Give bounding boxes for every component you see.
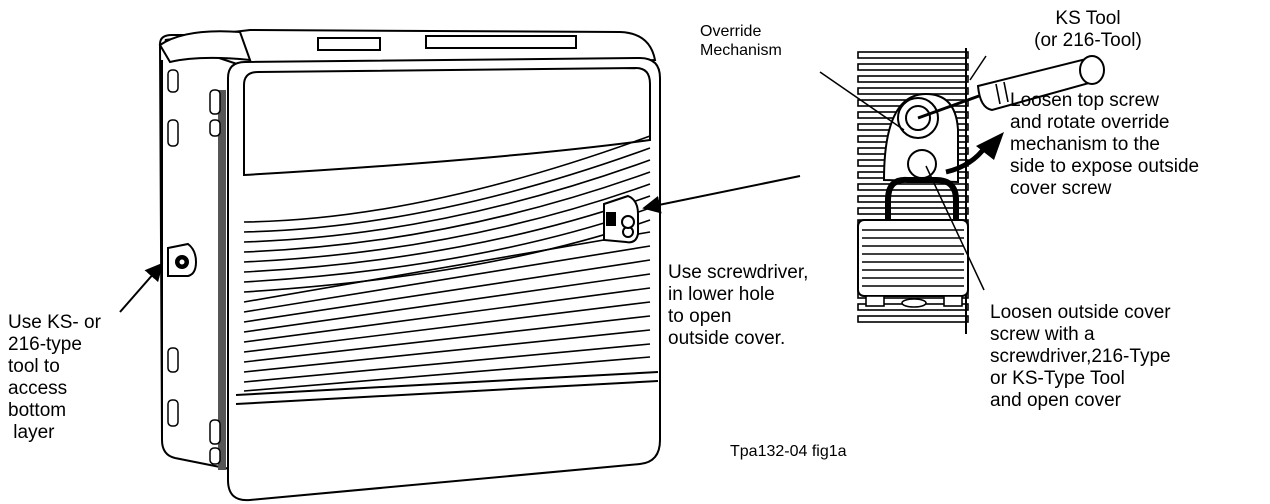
padlock-icon (857, 219, 969, 308)
label-ks-tool: KS Tool (or 216-Tool) (1034, 8, 1142, 51)
label-loosen-outside-cover: Loosen outside cover screw with a screwd… (990, 302, 1171, 411)
closeup-illustration (857, 48, 1105, 334)
arrow-icon (642, 175, 801, 214)
figure-id: Tpa132-04 fig1a (730, 443, 847, 460)
cabinet-illustration (158, 28, 661, 502)
arrow-icon (119, 262, 164, 313)
label-loosen-top-screw: Loosen top screw and rotate override mec… (1010, 90, 1200, 199)
label-use-ks-tool: Use KS- or 216-type tool to access botto… (8, 312, 101, 443)
label-override-mechanism: Override Mechanism (700, 23, 782, 59)
leader-lines (119, 55, 987, 313)
screwdriver-icon (917, 55, 1105, 120)
label-use-screwdriver: Use screwdriver, in lower hole to open o… (668, 262, 809, 349)
